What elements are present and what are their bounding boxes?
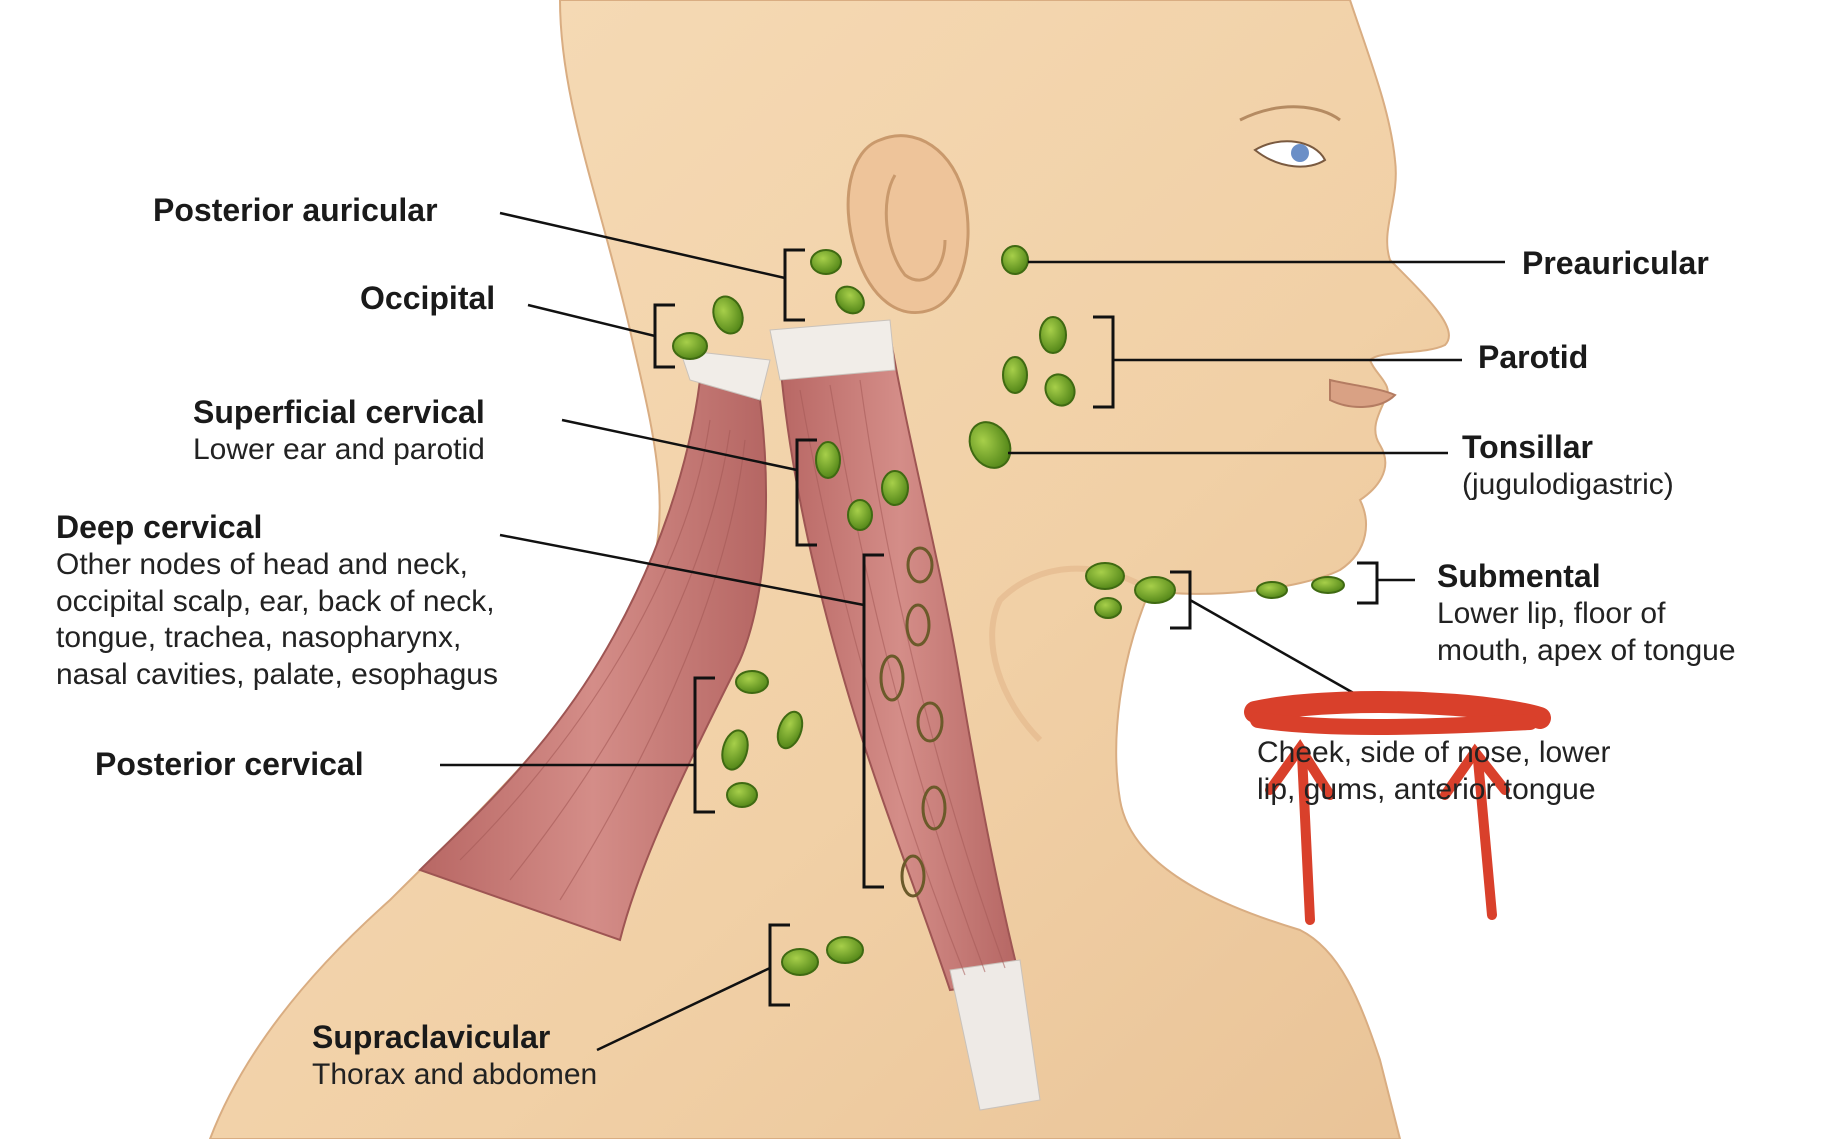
red-scribble — [1250, 712, 1538, 735]
node-supraclavicular — [826, 936, 864, 964]
label-tonsillar: Tonsillar (jugulodigastric) — [1462, 428, 1674, 504]
facial-features — [1239, 105, 1397, 408]
bracket-posterior-auricular — [783, 248, 805, 322]
node-posterior-cervical — [735, 670, 769, 694]
label-deep-cervical: Deep cervical Other nodes of head and ne… — [56, 508, 498, 693]
label-description: Thorax and abdomen — [312, 1058, 598, 1092]
label-superficial-cervical: Superficial cervical Lower ear and parot… — [193, 393, 485, 469]
node-superficial-cervical — [815, 441, 841, 479]
label-description: Cheek, side of nose, lower lip, gums, an… — [1257, 736, 1611, 806]
label-supraclavicular: Supraclavicular Thorax and abdomen — [312, 1018, 597, 1094]
label-posterior-auricular: Posterior auricular — [153, 191, 438, 230]
node-preauricular — [1001, 245, 1029, 275]
label-title: Posterior auricular — [153, 192, 438, 228]
node-posterior-cervical — [726, 782, 758, 808]
label-description: Lower lip, floor of mouth, apex of tongu… — [1437, 597, 1736, 667]
node-deep-cervical — [900, 854, 926, 898]
label-description: Other nodes of head and neck, occipital … — [56, 548, 498, 691]
label-title: Submental — [1437, 558, 1601, 594]
ear — [846, 134, 970, 314]
node-occipital — [672, 332, 708, 360]
label-preauricular: Preauricular — [1522, 244, 1709, 283]
label-description: Lower ear and parotid — [193, 433, 485, 467]
label-title: Parotid — [1478, 339, 1589, 375]
red-marker-annotation — [1244, 691, 1551, 925]
node-deep-cervical — [921, 785, 947, 831]
label-parotid: Parotid — [1478, 338, 1588, 377]
label-title: Posterior cervical — [95, 746, 364, 782]
leader-posterior-auricular — [499, 211, 786, 280]
bracket-parotid — [1093, 315, 1115, 409]
label-posterior-cervical: Posterior cervical — [95, 745, 364, 784]
label-title: Tonsillar — [1462, 429, 1593, 465]
bracket-superficial-cervical — [795, 438, 817, 547]
label-title: Deep cervical — [56, 509, 263, 545]
node-parotid — [1039, 316, 1067, 354]
trapezius-muscle — [418, 349, 771, 942]
leader-supraclavicular — [596, 966, 771, 1052]
bracket-submental — [1357, 561, 1379, 605]
leader-superficial-cervical — [561, 418, 798, 472]
bracket-posterior-cervical — [693, 676, 715, 814]
node-deep-cervical — [905, 603, 931, 647]
node-occipital — [712, 295, 744, 335]
leader-deep-cervical — [499, 533, 865, 607]
label-occipital: Occipital — [360, 279, 495, 318]
label-submandibular-partially-obscured: Cheek, side of nose, lower lip, gums, an… — [1257, 735, 1611, 808]
node-superficial-cervical — [847, 499, 873, 531]
red-arrowhead-left — [1265, 739, 1335, 800]
label-title: Superficial cervical — [193, 394, 485, 430]
label-description: (jugulodigastric) — [1462, 468, 1674, 502]
node-deep-cervical — [906, 546, 934, 584]
node-supraclavicular — [781, 948, 819, 976]
red-arrow-left — [1297, 750, 1315, 925]
node-posterior-cervical — [776, 710, 804, 750]
deep-cervical-nodes — [879, 546, 947, 898]
label-submental: Submental Lower lip, floor of mouth, ape… — [1437, 557, 1736, 669]
node-tonsillar — [968, 421, 1012, 469]
label-title: Supraclavicular — [312, 1019, 551, 1055]
bracket-supraclavicular — [768, 923, 790, 1007]
node-parotid — [1044, 373, 1076, 407]
node-deep-cervical — [879, 654, 905, 702]
node-submandibular — [1134, 576, 1176, 604]
node-deep-cervical — [916, 701, 944, 743]
bracket-deep-cervical — [862, 553, 884, 889]
node-submandibular — [1094, 597, 1122, 619]
node-submental — [1256, 581, 1288, 599]
red-arrow-right — [1473, 755, 1497, 920]
leader-submandibular — [1189, 598, 1358, 697]
node-posterior-auricular — [835, 285, 865, 315]
group-brackets — [653, 248, 1379, 1007]
leader-lines — [440, 211, 1505, 1052]
lymph-nodes — [672, 245, 1345, 976]
node-submandibular — [1085, 562, 1125, 590]
label-title: Preauricular — [1522, 245, 1709, 281]
node-parotid — [1002, 356, 1028, 394]
node-submental — [1311, 576, 1345, 594]
label-title: Occipital — [360, 280, 496, 316]
leader-occipital — [527, 303, 656, 338]
red-arrowhead-right — [1440, 743, 1510, 800]
node-posterior-auricular — [810, 249, 842, 275]
node-posterior-cervical — [721, 729, 749, 771]
node-superficial-cervical — [881, 470, 909, 506]
red-scribble — [1244, 691, 1551, 729]
